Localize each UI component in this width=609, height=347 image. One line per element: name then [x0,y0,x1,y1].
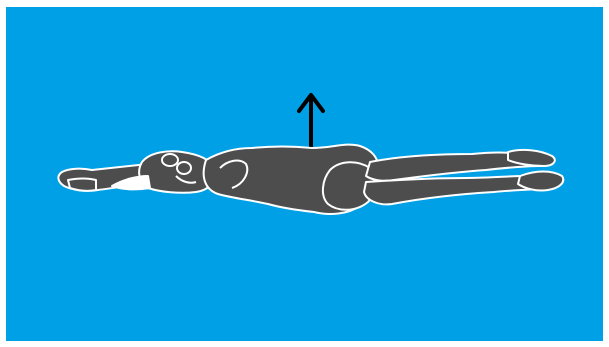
arrow-up-icon [299,95,323,150]
swimmer-figure [58,145,563,214]
